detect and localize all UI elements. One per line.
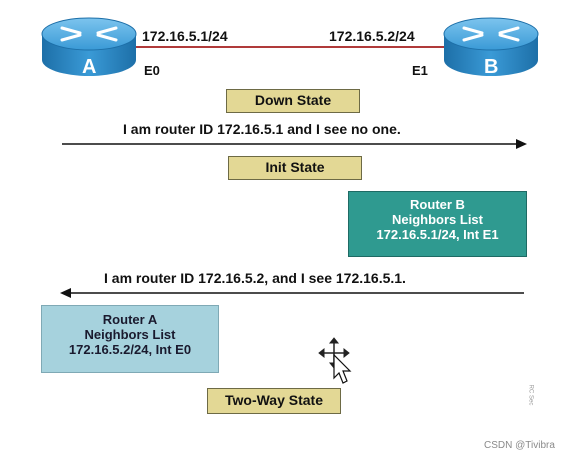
router-a-interface: E0 [144,63,160,78]
arrow-b-to-a [60,288,524,298]
router-b-neighbor-subtitle: Neighbors List [391,212,483,227]
router-b-neighbor-entry: 172.16.5.1/24, Int E1 [376,227,499,242]
router-a-neighbor-entry: 172.16.5.2/24, Int E0 [68,342,192,357]
router-a-ip: 172.16.5.1/24 [142,28,228,44]
router-b-ip: 172.16.5.2/24 [329,28,415,44]
arrow-a-to-b [62,139,527,149]
router-b-icon [443,17,539,76]
hello-message-b: I am router ID 172.16.5.2, and I see 172… [104,270,406,286]
router-a-neighbor-list: Router A Neighbors List 172.16.5.2/24, I… [41,305,219,373]
router-a-neighbor-title: Router A [102,312,158,327]
router-a-icon [41,17,137,76]
down-state-label: Down State [226,89,360,113]
router-a-neighbor-subtitle: Neighbors List [84,327,176,342]
router-b-neighbor-title: Router B [410,197,465,212]
two-way-state-label: Two-Way State [207,388,341,414]
router-b-interface: E1 [412,63,428,78]
router-a-label: A [82,56,97,78]
init-state-label: Init State [228,156,362,180]
router-b-neighbor-list: Router B Neighbors List 172.16.5.1/24, I… [348,191,527,257]
side-note: RC Sec [527,384,534,406]
router-b-label: B [484,56,499,78]
hello-message-a: I am router ID 172.16.5.1 and I see no o… [123,121,401,137]
watermark: CSDN @Tivibra [484,440,555,451]
move-cursor-icon [318,337,352,384]
